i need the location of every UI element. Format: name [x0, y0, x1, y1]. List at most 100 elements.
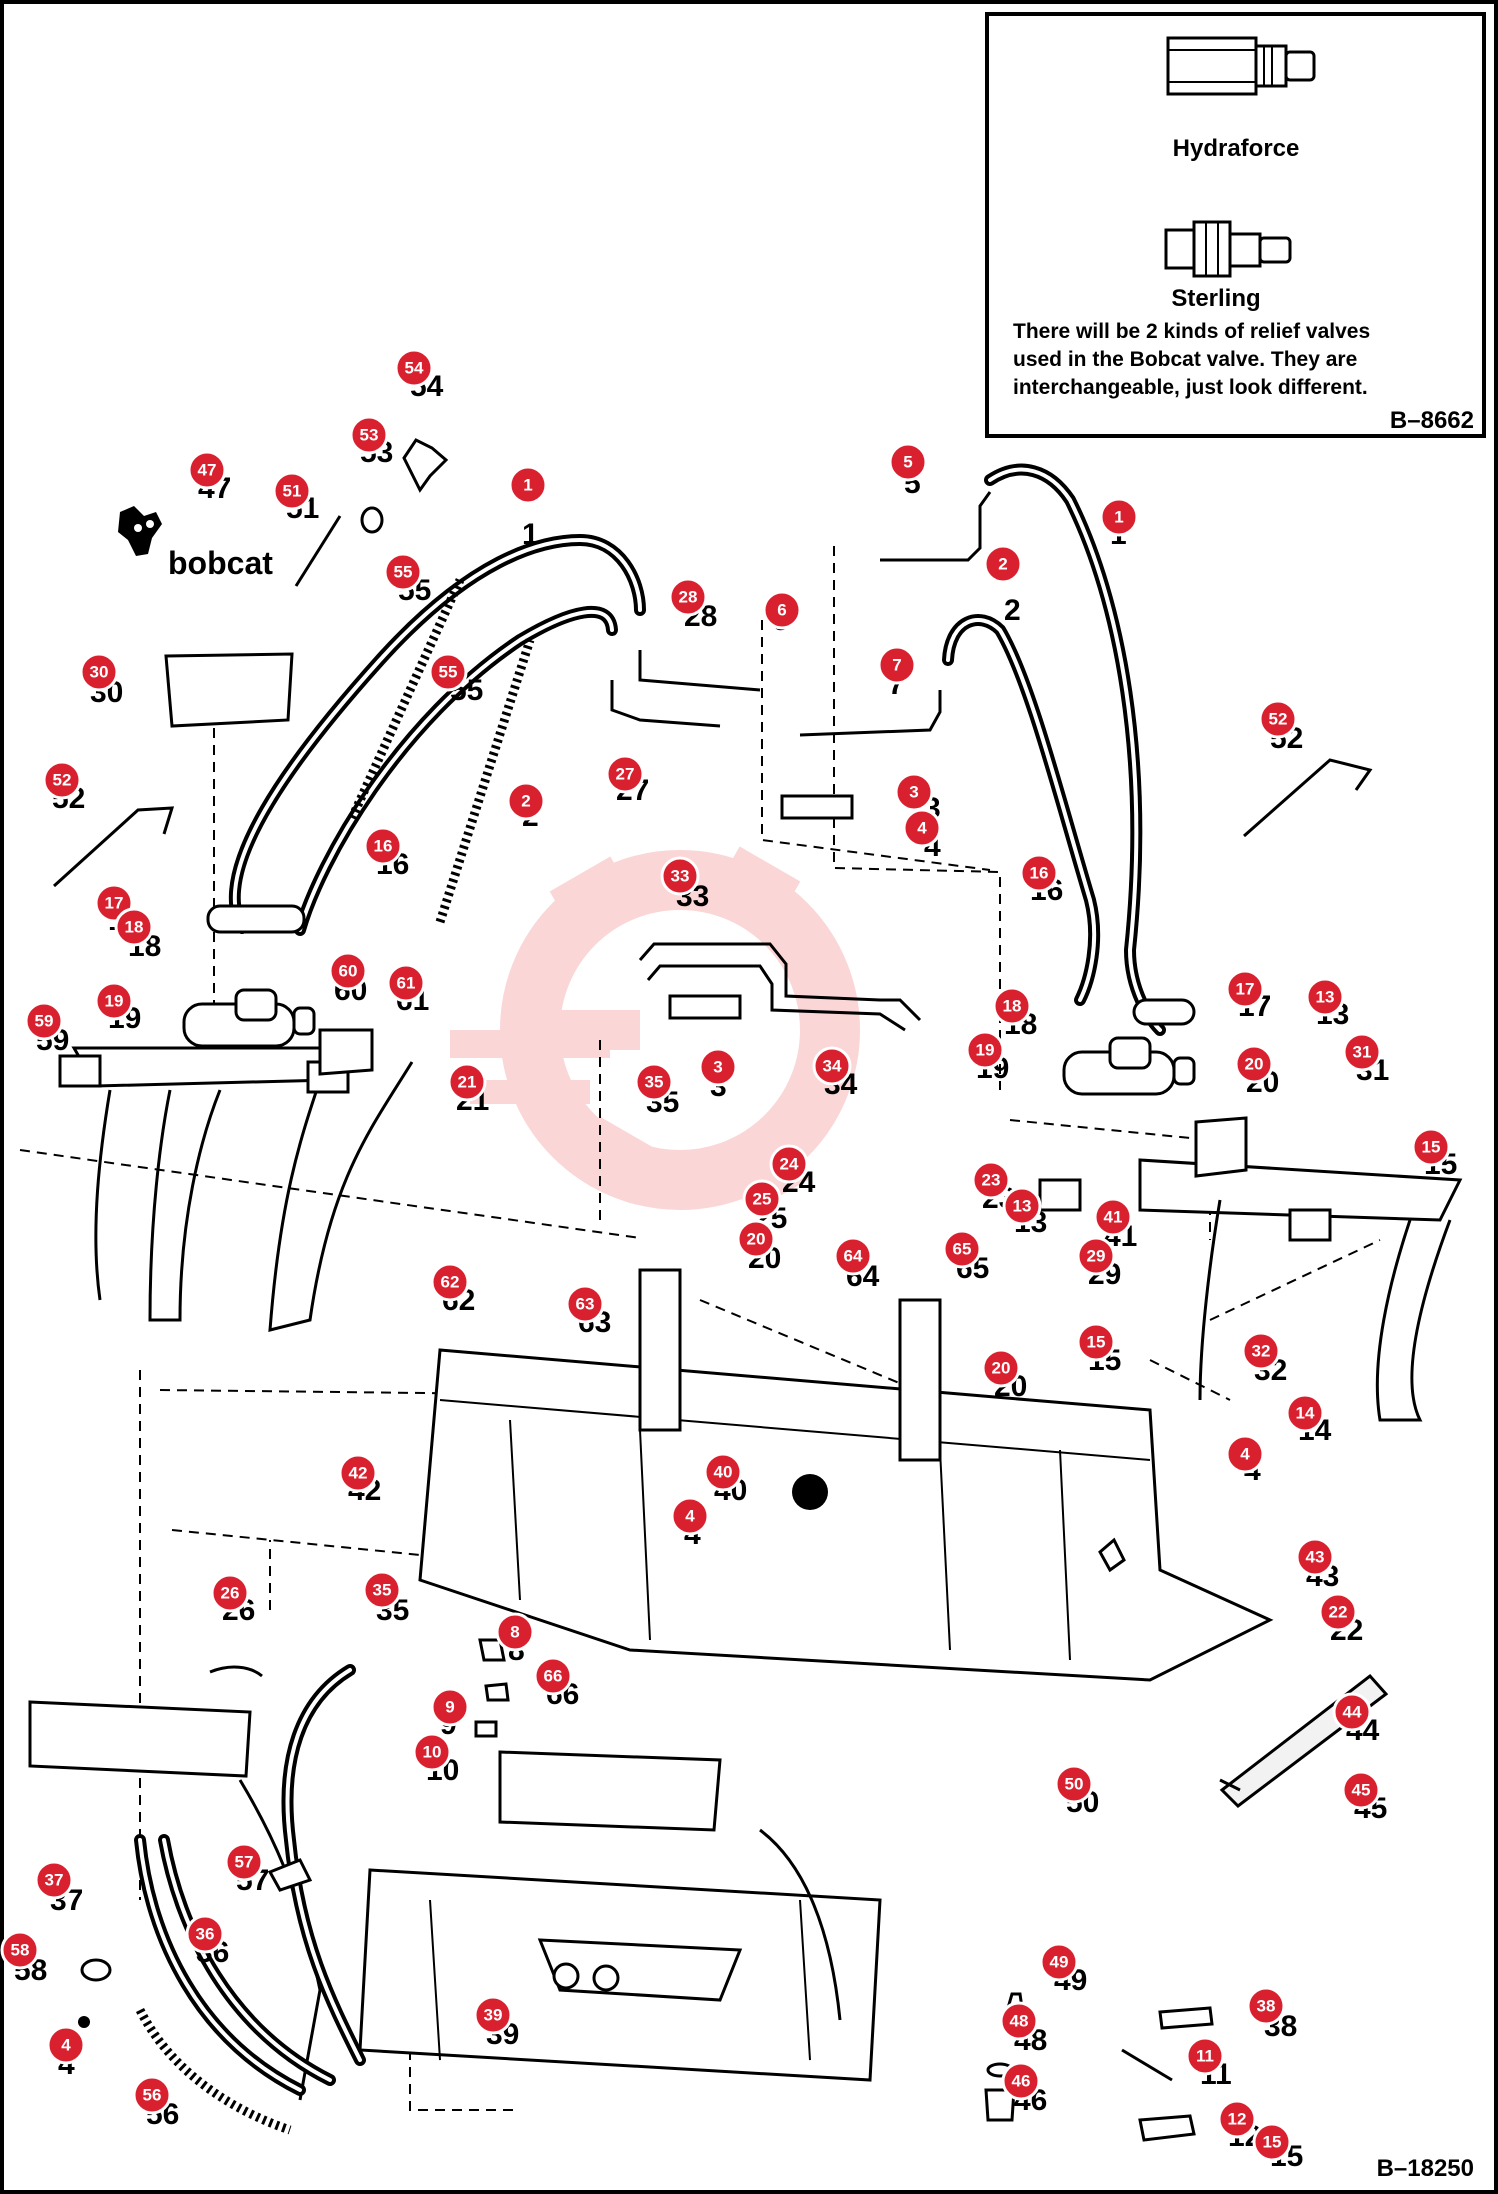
callout-bubble[interactable]: 56	[132, 2075, 172, 2115]
callout-number: 21	[458, 1073, 477, 1092]
callout-bubble[interactable]: 21	[447, 1062, 487, 1102]
callout-bubble[interactable]: 47	[187, 450, 227, 490]
callout-bubble[interactable]: 35	[362, 1570, 402, 1610]
callout-bubble[interactable]: 19	[965, 1030, 1005, 1070]
callout-bubble[interactable]: 52	[42, 760, 82, 800]
callout-bubble[interactable]: 46	[1001, 2061, 1041, 2101]
callout-bubble[interactable]: 37	[34, 1860, 74, 1900]
callout-bubble[interactable]: 61	[386, 963, 426, 1003]
callout-bubble[interactable]: 20	[736, 1219, 776, 1259]
callout-bubble[interactable]: 16	[363, 826, 403, 866]
callout-bubble[interactable]: 13	[1002, 1186, 1042, 1226]
callout-bubble[interactable]: 14	[1285, 1393, 1325, 1433]
callout-bubble[interactable]: 50	[1054, 1764, 1094, 1804]
callout-bubble[interactable]: 58	[0, 1930, 40, 1970]
legend-note-line-1: There will be 2 kinds of relief valves	[1013, 320, 1370, 343]
callout-bubble[interactable]: 4	[1225, 1434, 1265, 1474]
callout-bubble[interactable]: 3	[698, 1047, 738, 1087]
callout-bubble[interactable]: 15	[1411, 1127, 1451, 1167]
callout-bubble[interactable]: 32	[1241, 1331, 1281, 1371]
callout-bubble[interactable]: 53	[349, 415, 389, 455]
bobcat-logo-icon: bobcat	[118, 506, 273, 581]
callout-bubble[interactable]: 4	[670, 1496, 710, 1536]
callout-bubble[interactable]: 62	[430, 1262, 470, 1302]
callout-bubble[interactable]: 51	[272, 471, 312, 511]
callout-bubble[interactable]: 63	[565, 1284, 605, 1324]
callout-bubble[interactable]: 52	[1258, 699, 1298, 739]
callout-circle	[338, 1453, 378, 1493]
callout-circle	[703, 1452, 743, 1492]
callout-bubble[interactable]: 4	[46, 2025, 86, 2065]
callout-bubble[interactable]: 44	[1332, 1692, 1372, 1732]
callout-bubble[interactable]: 1	[1099, 497, 1139, 537]
bucket	[418, 1268, 1274, 1682]
callout-bubble[interactable]: 8	[495, 1612, 535, 1652]
callout-bubble[interactable]: 48	[999, 2001, 1039, 2041]
callout-bubble[interactable]: 25	[742, 1179, 782, 1219]
callout-bubble[interactable]: 6	[762, 590, 802, 630]
callout-number: 18	[125, 918, 144, 937]
part-number-label: 2	[1004, 594, 1021, 627]
callout-bubble[interactable]: 38	[1246, 1986, 1286, 2026]
callout-bubble[interactable]: 20	[1234, 1044, 1274, 1084]
legend-frame	[985, 12, 1486, 438]
callout-bubble[interactable]: 29	[1076, 1236, 1116, 1276]
callout-bubble[interactable]: 9	[430, 1687, 470, 1727]
callout-bubble[interactable]: 7	[877, 645, 917, 685]
callout-bubble[interactable]: 13	[1305, 977, 1345, 1017]
grapple-right	[1038, 1116, 1463, 1422]
callout-bubble[interactable]: 45	[1341, 1770, 1381, 1810]
callout-bubble[interactable]: 18	[992, 986, 1032, 1026]
callout-bubble[interactable]: 15	[1252, 2122, 1292, 2162]
callout-bubble[interactable]: 27	[605, 754, 645, 794]
callout-bubble[interactable]: 5	[888, 442, 928, 482]
callout-bubble[interactable]: 28	[668, 577, 708, 617]
callout-bubble[interactable]: 41	[1093, 1197, 1133, 1237]
callout-bubble[interactable]: 60	[328, 951, 368, 991]
callout-bubble[interactable]: 40	[703, 1452, 743, 1492]
callout-circle	[983, 544, 1023, 584]
callout-bubble[interactable]: 39	[473, 1995, 513, 2035]
callout-bubble[interactable]: 3	[894, 772, 934, 812]
callout-bubble[interactable]: 54	[394, 348, 434, 388]
callout-bubble[interactable]: 35	[634, 1062, 674, 1102]
callout-bubble[interactable]: 17	[1225, 969, 1265, 1009]
callout-bubble[interactable]: 16	[1019, 853, 1059, 893]
callout-bubble[interactable]: 33	[660, 856, 700, 896]
callout-bubble[interactable]: 43	[1295, 1537, 1335, 1577]
callout-number: 35	[373, 1581, 392, 1600]
callout-bubble[interactable]: 65	[942, 1229, 982, 1269]
callout-bubble[interactable]: 55	[428, 652, 468, 692]
callout-bubble[interactable]: 10	[412, 1732, 452, 1772]
callout-bubble[interactable]: 1	[508, 465, 548, 505]
callout-bubble[interactable]: 57	[224, 1842, 264, 1882]
callout-bubble[interactable]: 19	[94, 981, 134, 1021]
callout-circle	[812, 1046, 852, 1086]
callout-bubble[interactable]: 4	[902, 808, 942, 848]
callout-circle	[1225, 1434, 1265, 1474]
callout-bubble[interactable]: 34	[812, 1046, 852, 1086]
callout-bubble[interactable]: 2	[983, 544, 1023, 584]
callout-bubble[interactable]: 15	[1076, 1322, 1116, 1362]
callout-bubble[interactable]: 59	[24, 1001, 64, 1041]
callout-bubble[interactable]: 55	[383, 552, 423, 592]
callout-bubble[interactable]: 20	[981, 1348, 1021, 1388]
callout-bubble[interactable]: 64	[833, 1236, 873, 1276]
callout-bubble[interactable]: 30	[79, 652, 119, 692]
callout-bubble[interactable]: 66	[533, 1656, 573, 1696]
callout-bubble[interactable]: 23	[971, 1160, 1011, 1200]
callout-number: 66	[544, 1667, 563, 1686]
callout-bubble[interactable]: 12	[1217, 2099, 1257, 2139]
callout-bubble[interactable]: 2	[506, 781, 546, 821]
callout-bubble[interactable]: 26	[210, 1573, 250, 1613]
callout-bubble[interactable]: 36	[185, 1914, 225, 1954]
callout-bubble[interactable]: 31	[1342, 1032, 1382, 1072]
callout-bubble[interactable]: 11	[1185, 2036, 1225, 2076]
callout-bubble[interactable]: 22	[1318, 1592, 1358, 1632]
callout-bubble[interactable]: 49	[1039, 1942, 1079, 1982]
callout-bubble[interactable]: 42	[338, 1453, 378, 1493]
callout-circle	[94, 981, 134, 1021]
callout-bubble[interactable]: 24	[769, 1144, 809, 1184]
callout-number: 61	[397, 974, 416, 993]
callout-bubble[interactable]: 18	[114, 907, 154, 947]
